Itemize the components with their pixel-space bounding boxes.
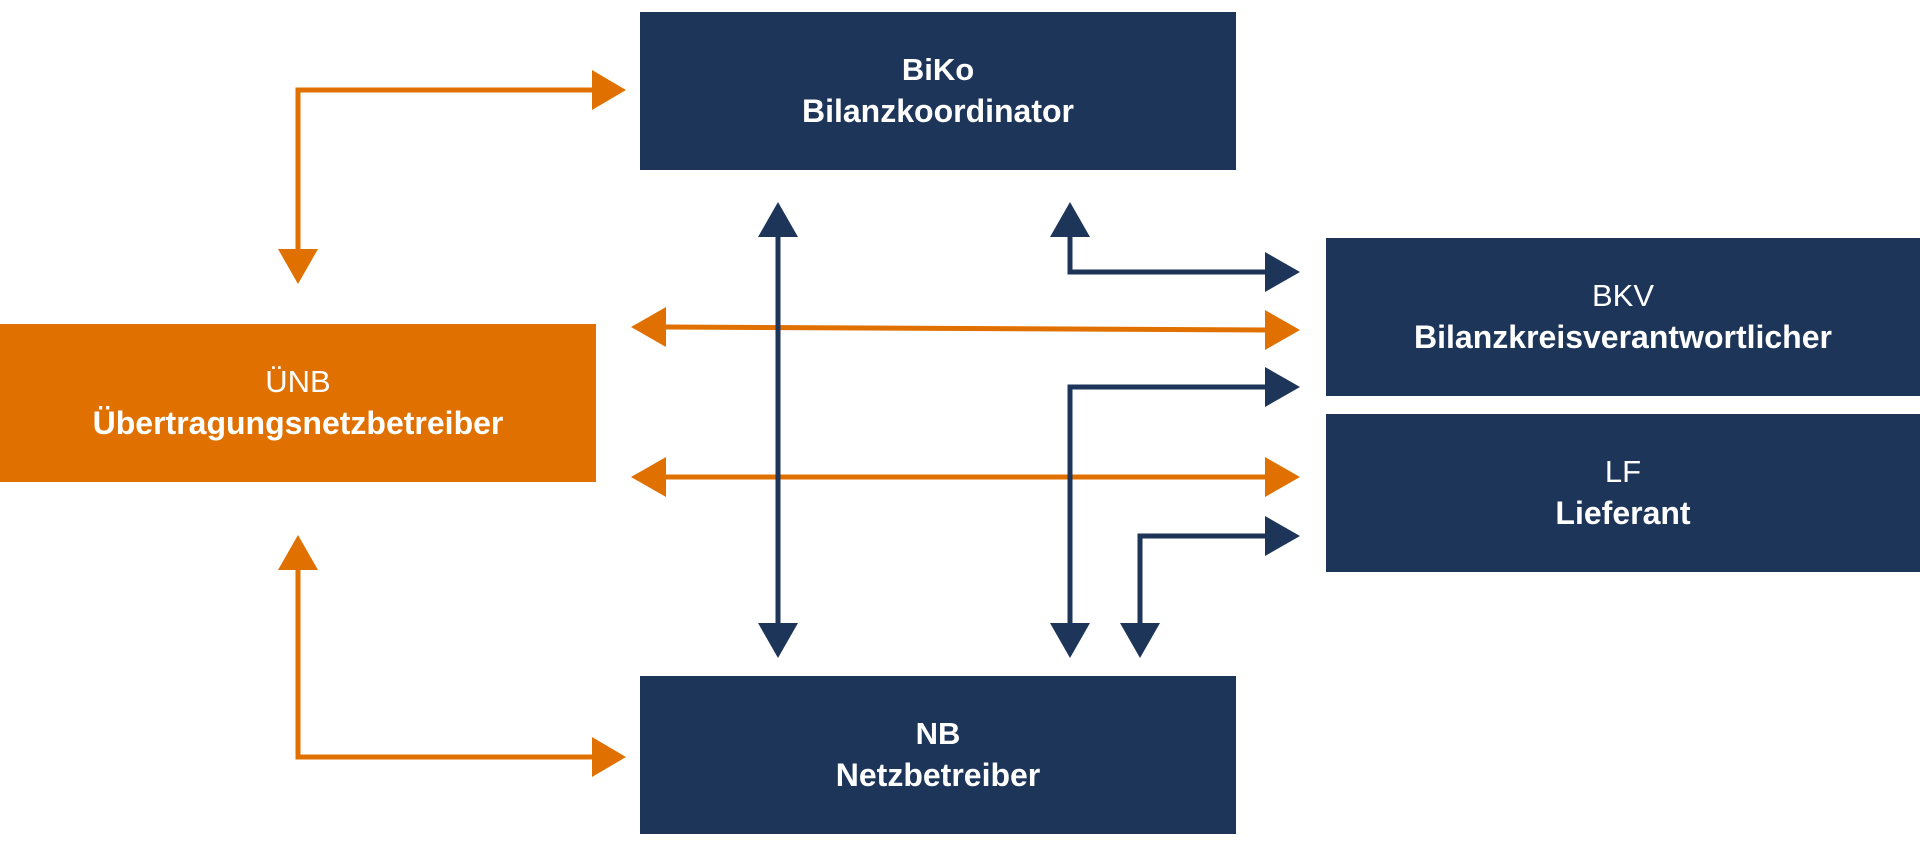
- arrowhead-unb-from-nb: [278, 535, 318, 570]
- arrowhead-bkv-from-biko: [1265, 252, 1300, 292]
- arrowhead-nb-from-biko: [758, 623, 798, 658]
- arrow-nb-bkv-line: [1067, 384, 1267, 624]
- arrow-nb-lf-line: [1137, 533, 1267, 624]
- arrowhead-biko-from-bkv: [1050, 202, 1090, 237]
- arrowhead-bkv-from-unb: [1265, 310, 1300, 350]
- node-unb-full: Übertragungsnetzbetreiber: [92, 405, 504, 441]
- node-lf-abbr: LF: [1604, 454, 1642, 489]
- node-unb: ÜNB Übertragungsnetzbetreiber: [0, 324, 596, 482]
- node-biko-abbr: BiKo: [901, 52, 975, 87]
- arrowhead-lf-from-nb: [1265, 516, 1300, 556]
- node-nb-abbr: NB: [915, 716, 961, 751]
- arrow-unb-bkv-line: [664, 324, 1268, 333]
- node-biko-full: Bilanzkoordinator: [801, 93, 1074, 129]
- arrowhead-bkv-from-nb: [1265, 367, 1300, 407]
- arrowhead-unb-from-lf: [631, 457, 666, 497]
- node-unb-abbr: ÜNB: [265, 364, 331, 399]
- arrowhead-biko-from-unb: [592, 70, 626, 110]
- node-nb: NB Netzbetreiber: [640, 676, 1236, 834]
- node-biko: BiKo Bilanzkoordinator: [640, 12, 1236, 170]
- node-bkv-abbr: BKV: [1591, 278, 1655, 313]
- arrowhead-nb-from-lf: [1120, 623, 1160, 658]
- node-lf: LF Lieferant: [1326, 414, 1920, 572]
- arrowhead-nb-from-unb: [592, 737, 626, 777]
- arrow-biko-bkv-line: [1067, 236, 1267, 275]
- node-lf-full: Lieferant: [1555, 495, 1691, 531]
- arrowhead-lf-from-unb: [1265, 457, 1300, 497]
- arrowhead-biko-from-nb: [758, 202, 798, 237]
- node-bkv-full: Bilanzkreisverantwortlicher: [1414, 319, 1832, 355]
- arrow-unb-biko-line: [295, 87, 595, 250]
- arrowhead-unb-from-bkv: [631, 307, 666, 347]
- arrow-unb-nb-line: [295, 570, 595, 760]
- arrowhead-nb-from-bkv: [1050, 623, 1090, 658]
- arrowhead-unb-from-biko: [278, 249, 318, 284]
- node-bkv: BKV Bilanzkreisverantwortlicher: [1326, 238, 1920, 396]
- node-nb-full: Netzbetreiber: [835, 757, 1041, 793]
